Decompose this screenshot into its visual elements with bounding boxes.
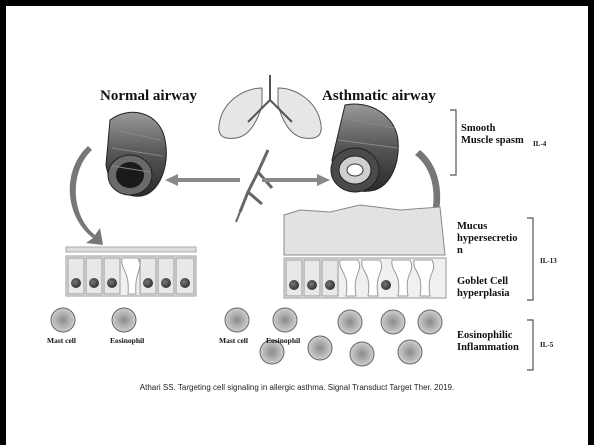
normal-airway-tube (106, 112, 166, 196)
citation-caption: Athari SS. Targeting cell signaling in a… (0, 383, 594, 392)
asthmatic-airway-tube (331, 104, 398, 192)
mast-cell-label-right: Mast cell (219, 336, 248, 345)
goblet-label: Goblet Cell hyperplasia (457, 276, 510, 300)
mucus-label: Mucus hypersecretio n (457, 221, 517, 257)
eosinophil-label-left: Eosinophil (110, 336, 144, 345)
comparison-arrow (165, 174, 330, 186)
bronchial-tree (236, 150, 272, 222)
smooth-muscle-label: Smooth Muscle spasm (461, 123, 524, 147)
normal-epithelium (66, 247, 196, 296)
eosinophilic-label: Eosinophilic Inflammation (457, 330, 519, 354)
il13-label: IL-13 (540, 257, 557, 265)
il4-label: IL-4 (533, 140, 546, 148)
normal-airway-title: Normal airway (100, 88, 197, 105)
eosinophil-label-right: Eosinophil (266, 336, 300, 345)
lungs-illustration (219, 75, 321, 138)
il5-label: IL-5 (540, 341, 553, 349)
asthmatic-airway-title: Asthmatic airway (322, 88, 436, 105)
mast-cell-label-left: Mast cell (47, 336, 76, 345)
asthmatic-epithelium (284, 205, 446, 298)
